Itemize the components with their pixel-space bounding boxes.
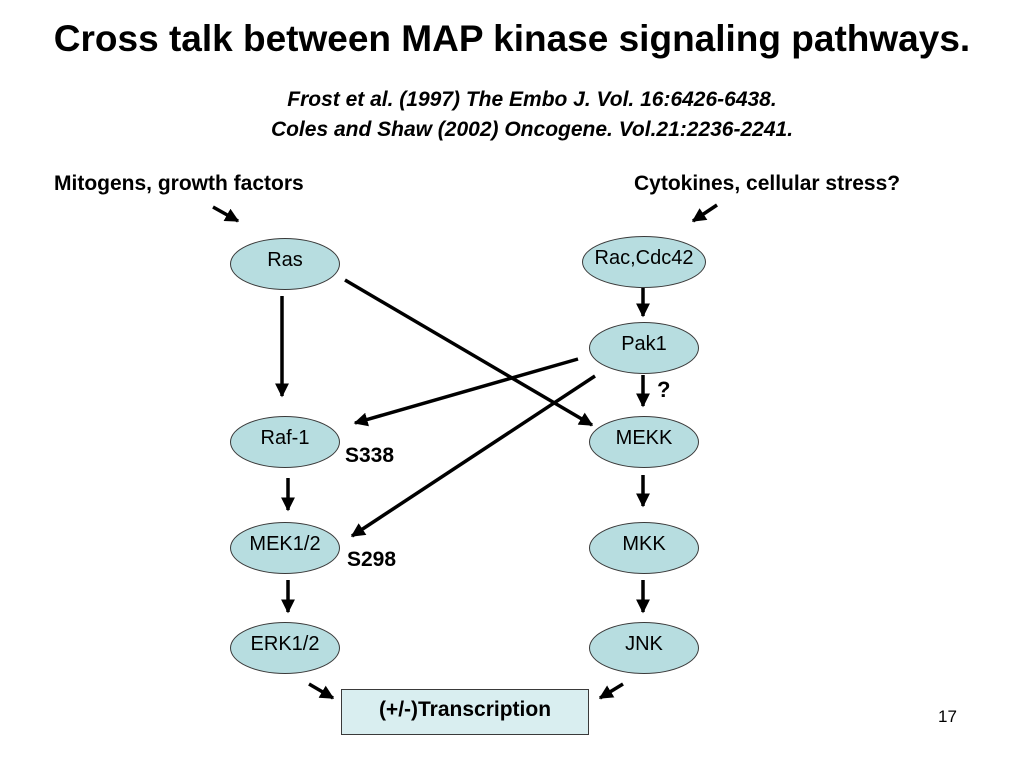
arrow-erk-to-transcription (308, 682, 335, 700)
node-mek12: MEK1/2 (230, 522, 340, 574)
reference-frost-1997: Frost et al. (1997) The Embo J. Vol. 16:… (287, 88, 777, 111)
input-label-mitogens: Mitogens, growth factors (54, 172, 304, 195)
node-ras: Ras (230, 238, 340, 290)
page-number: 17 (938, 707, 957, 726)
arrow-jnk-to-transcription (598, 682, 624, 700)
arrow-mitogens-to-ras (212, 205, 240, 223)
node-rac-cdc42: Rac,Cdc42 (582, 236, 706, 288)
reference-coles-shaw-2002: Coles and Shaw (2002) Oncogene. Vol.21:2… (270, 118, 794, 141)
node-mekk: MEKK (589, 416, 699, 468)
site-label-s338: S338 (345, 444, 395, 467)
node-erk12: ERK1/2 (230, 622, 340, 674)
arrow-ras-to-mekk (344, 278, 594, 427)
node-pak1: Pak1 (589, 322, 699, 374)
input-label-cytokines: Cytokines, cellular stress? (634, 172, 901, 195)
arrow-cytokines-to-rac (691, 203, 718, 223)
node-mkk: MKK (589, 522, 699, 574)
slide-title: Cross talk between MAP kinase signaling … (53, 18, 971, 59)
question-mark: ? (657, 377, 671, 402)
arrow-pak1-to-raf1 (353, 357, 579, 427)
transcription-box: (+/-)Transcription (341, 689, 589, 735)
arrow-pak1-to-mek12 (350, 374, 596, 538)
node-jnk: JNK (589, 622, 699, 674)
site-label-s298: S298 (347, 548, 397, 571)
node-raf1: Raf-1 (230, 416, 340, 468)
